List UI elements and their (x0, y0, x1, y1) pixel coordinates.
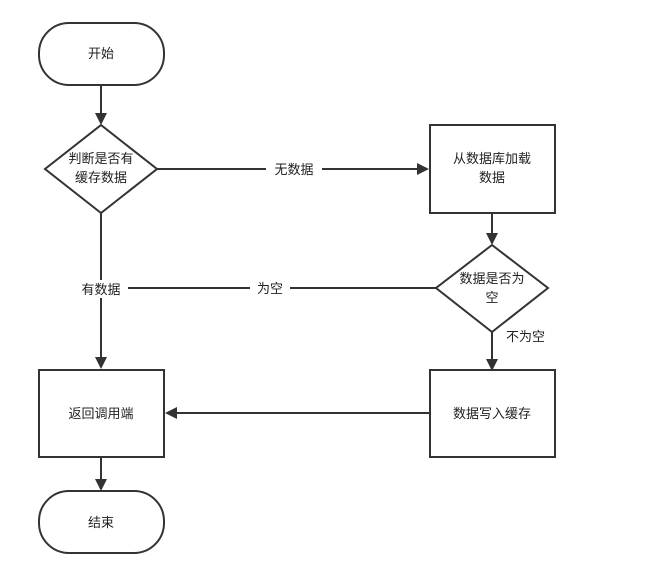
node-write-cache-label: 数据写入缓存 (453, 407, 531, 422)
arrow-head-check-return (95, 357, 107, 369)
node-check-cache (43, 123, 159, 215)
node-return-caller-label: 返回调用端 (68, 407, 133, 422)
node-return-caller (38, 369, 165, 458)
edge-label-empty-bg (250, 280, 290, 298)
node-is-empty (434, 243, 550, 334)
node-load-db-label-2: 数据 (479, 171, 505, 186)
node-start-label: 开始 (88, 47, 114, 62)
node-is-empty-label-1: 数据是否为 (459, 272, 524, 287)
node-check-cache-label-2: 缓存数据 (75, 171, 127, 186)
node-load-db-label-1: 从数据库加载 (453, 151, 531, 167)
node-check-cache-label-1: 判断是否有 (68, 152, 133, 167)
arrow-head-write-return (165, 407, 177, 419)
edge-label-empty: 为空 (257, 282, 283, 297)
arrow-head-start-check (95, 113, 107, 125)
node-write-cache (429, 369, 556, 458)
edge-label-no-data-bg (266, 160, 322, 178)
edge-label-no-data: 无数据 (274, 163, 313, 178)
node-is-empty-label-2: 空 (485, 291, 498, 306)
edge-label-has-data-bg (74, 280, 128, 298)
edge-label-has-data: 有数据 (81, 283, 120, 298)
node-end (38, 490, 165, 554)
node-load-db (429, 124, 556, 214)
node-end-label: 结束 (88, 516, 114, 531)
arrow-head-empty-write (486, 359, 498, 371)
arrow-head-return-end (95, 479, 107, 491)
arrow-head-check-load (417, 163, 429, 175)
arrow-head-load-empty (486, 233, 498, 245)
edge-label-not-empty: 不为空 (506, 330, 545, 345)
node-start (38, 22, 165, 86)
